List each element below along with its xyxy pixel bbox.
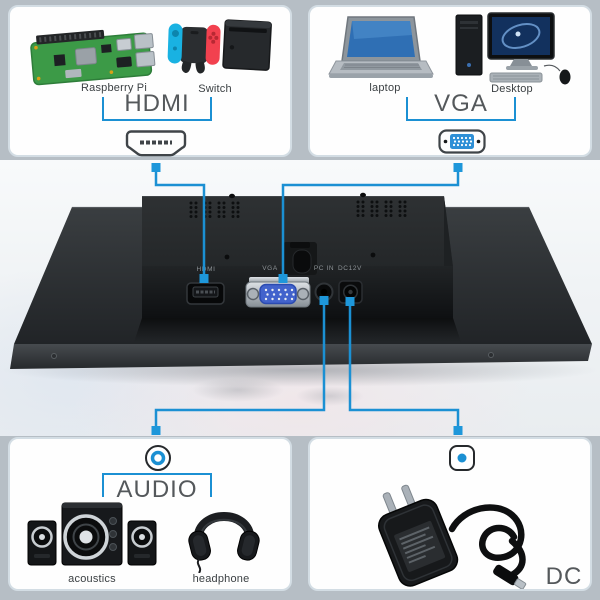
laptop-image xyxy=(328,16,434,78)
vga-title: VGA xyxy=(434,90,488,117)
speaker-system-image xyxy=(27,502,157,566)
audio-title: AUDIO xyxy=(116,476,198,503)
audio-outputs-panel: AUDIO acoustics headphone xyxy=(8,437,292,591)
audio-bracket: AUDIO xyxy=(102,473,212,502)
headphones-image xyxy=(188,512,260,573)
hdmi-bracket: HDMI xyxy=(102,92,212,121)
hdmi-sources-panel: Raspberry Pi Switch HDMI xyxy=(8,5,292,157)
device-label-acoustics: acoustics xyxy=(68,573,116,585)
dc-title: DC xyxy=(545,563,583,590)
dc-power-panel: DC xyxy=(308,437,592,591)
switch-console-image xyxy=(167,19,272,74)
dc-jack-icon xyxy=(449,445,475,471)
device-label-switch: Switch xyxy=(198,83,232,95)
center-background xyxy=(0,160,600,436)
power-adapter-image xyxy=(378,484,527,589)
hdmi-plug-icon xyxy=(125,130,187,157)
device-label-desktop: Desktop xyxy=(491,83,533,95)
device-label-headphone: headphone xyxy=(192,573,250,585)
vga-sources-panel: laptop Desktop VGA xyxy=(308,5,592,157)
raspberry-pi-image xyxy=(30,29,156,86)
device-label-raspberry-pi: Raspberry Pi xyxy=(81,82,147,94)
device-label-laptop: laptop xyxy=(369,82,401,94)
vga-plug-icon xyxy=(438,129,486,154)
hdmi-title: HDMI xyxy=(124,90,190,117)
desktop-computer-image xyxy=(455,12,571,85)
vga-bracket: VGA xyxy=(406,92,516,121)
audio-jack-icon xyxy=(145,445,171,471)
